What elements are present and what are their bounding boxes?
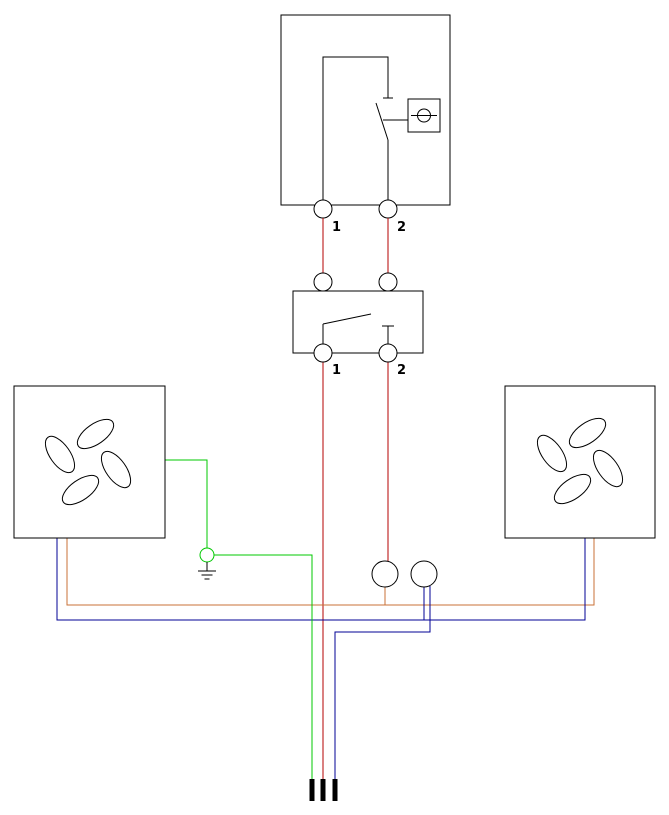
- junction-terminals: [371, 560, 438, 588]
- right-fan: [504, 385, 656, 539]
- switched-live-run: [66, 538, 595, 606]
- earth-wires: [165, 459, 313, 779]
- intermediate-switch: [292, 272, 424, 363]
- junction-terminal-2: [410, 560, 438, 588]
- earth-terminal: [199, 547, 215, 563]
- main-switch-terminal-2-label: 2: [397, 220, 406, 235]
- switched-live-wires: [66, 538, 595, 606]
- intermediate-switch-internal-wiring: [322, 313, 394, 344]
- left-fan: [13, 385, 166, 539]
- neutral-wires: [56, 538, 586, 779]
- junction-terminal-1: [371, 560, 399, 588]
- intermediate-switch-terminal-2: [378, 343, 398, 363]
- intermediate-switch-terminal-2-label: 2: [397, 363, 406, 378]
- main-switch-internal-wiring: [322, 56, 408, 200]
- fan-blades-icon: [44, 418, 132, 506]
- ground-symbol-icon: [198, 562, 216, 580]
- neutral-supply-run: [334, 586, 431, 779]
- intermediate-switch-enclosure: [292, 290, 424, 354]
- live-wires: [322, 218, 389, 779]
- earth-wire-to-supply: [214, 554, 313, 779]
- intermediate-switch-top-terminal-1: [313, 272, 333, 292]
- main-switch-terminal-2: [378, 199, 398, 219]
- intermediate-switch-terminal-1: [313, 343, 333, 363]
- neutral-run: [56, 538, 586, 621]
- main-switch-terminal-1: [313, 199, 333, 219]
- intermediate-switch-terminal-1-label: 1: [332, 363, 341, 378]
- supply-connector: [309, 779, 338, 801]
- earth-wire-from-fan: [165, 459, 208, 548]
- fan-blades-icon: [536, 417, 624, 505]
- right-fan-enclosure: [504, 385, 656, 539]
- left-fan-enclosure: [13, 385, 166, 539]
- intermediate-switch-top-terminal-2: [378, 272, 398, 292]
- main-switch: [280, 14, 451, 219]
- main-switch-terminal-1-label: 1: [332, 220, 341, 235]
